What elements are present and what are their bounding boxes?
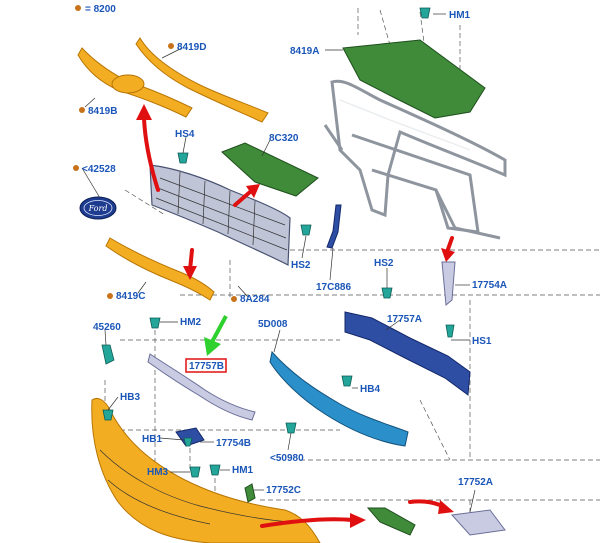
part-17752C-bracket [244, 483, 256, 503]
part-17752A-brackets [366, 507, 506, 536]
label-8C320: 8C320 [269, 133, 299, 144]
label-HM2: HM2 [180, 317, 202, 328]
label-HM1-bottom: HM1 [232, 465, 254, 476]
label-8419B: 8419B [88, 106, 117, 117]
leader-lines [81, 13, 476, 513]
svg-text:Ford: Ford [88, 204, 108, 213]
label-HS4: HS4 [175, 129, 195, 140]
part-17754B-bracket [175, 427, 205, 447]
label-5D008: 5D008 [258, 319, 288, 330]
label-HB3: HB3 [120, 392, 140, 403]
label-17C886: 17C886 [316, 282, 351, 293]
label-HS1: HS1 [472, 336, 492, 347]
label-8419C: 8419C [116, 291, 145, 302]
label-HS2-left: HS2 [291, 260, 311, 271]
label-HB1: HB1 [142, 434, 162, 445]
label-HM3: HM3 [147, 467, 169, 478]
label-8200: = 8200 [85, 4, 116, 15]
part-8A284-grille [149, 164, 291, 266]
ford-emblem: Ford [79, 196, 117, 220]
label-17752A: 17752A [458, 477, 493, 488]
part-17C886-bracket [326, 204, 342, 249]
label-8419A: 8419A [290, 46, 319, 57]
label-17754A: 17754A [472, 280, 507, 291]
fasteners [102, 7, 455, 478]
part-labels: = 8200 8419D 8419B HS4 <42528 8C320 8419… [82, 4, 507, 496]
part-17757A-reinforcement [344, 311, 471, 396]
part-8C320-shield [221, 142, 319, 197]
part-17757B-highlight-box [185, 358, 227, 373]
label-17757A: 17757A [387, 314, 422, 325]
radiator-support-frame [323, 79, 507, 240]
highlight-arrow [204, 315, 228, 356]
part-8419D-upper-garnish [135, 37, 269, 123]
part-5D008-absorber [269, 350, 409, 447]
part-17757B-bar [147, 353, 256, 421]
part-8419A-upper-shield [342, 39, 486, 119]
label-17754B: 17754B [216, 438, 251, 449]
label-17752C: 17752C [266, 485, 301, 496]
label-50980: <50980 [270, 453, 304, 464]
label-8A284: 8A284 [240, 294, 270, 305]
front-bumper-cover [91, 397, 321, 543]
label-45260: 45260 [93, 322, 121, 333]
part-17754A-bracket [441, 261, 456, 306]
label-8419D: 8419D [177, 42, 206, 53]
part-45260-clip [101, 344, 115, 365]
label-42528: <42528 [82, 164, 116, 175]
indicator-arrows [136, 104, 455, 528]
part-8419B-garnish [77, 47, 193, 118]
reference-dots [73, 5, 237, 302]
part-8419C-lower-garnish [105, 237, 215, 301]
label-HB4: HB4 [360, 384, 380, 395]
label-HM1-top: HM1 [449, 10, 471, 21]
label-17757B: 17757B [189, 361, 224, 372]
label-HS2-right: HS2 [374, 258, 394, 269]
